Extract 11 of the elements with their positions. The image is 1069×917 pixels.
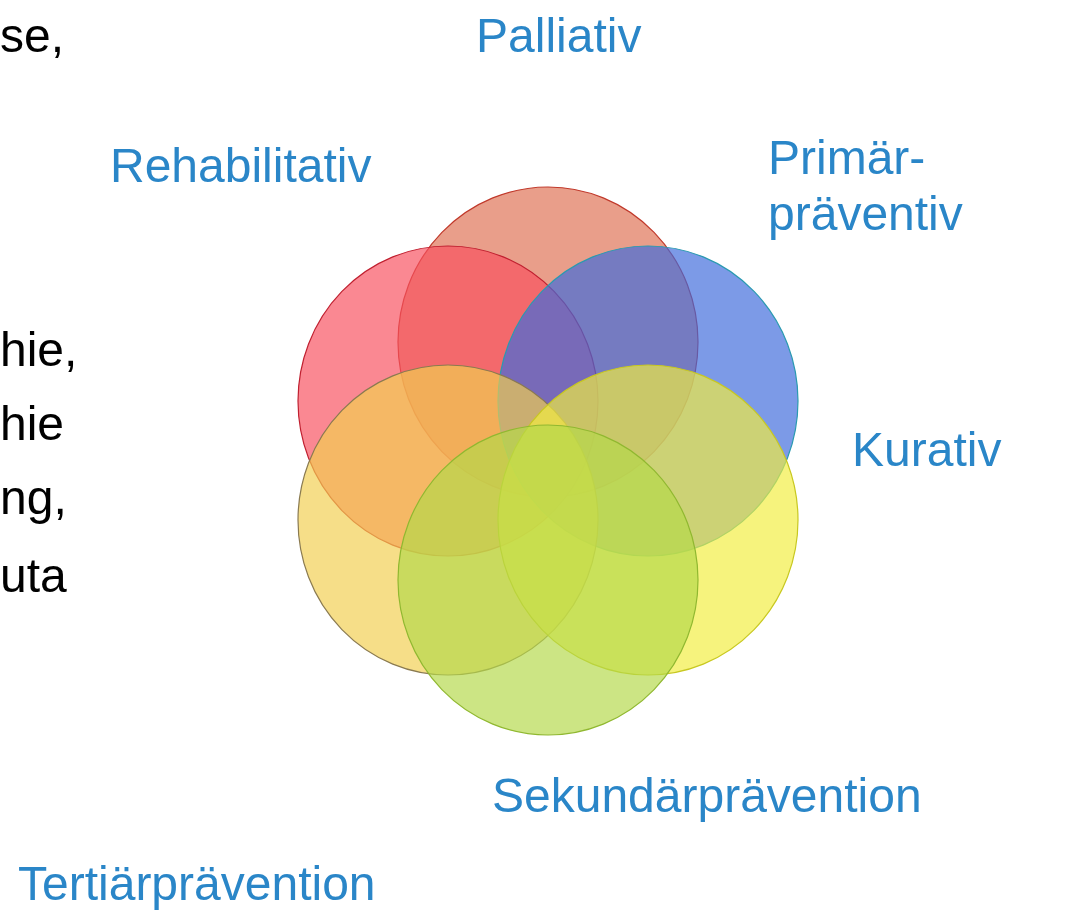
text-fragment: ng, (0, 470, 67, 526)
category-label: Palliativ (476, 8, 642, 64)
category-label: Rehabilitativ (110, 138, 372, 194)
category-label: Kurativ (852, 422, 1002, 478)
text-fragment: hie (0, 396, 65, 452)
text-fragment: hie, (0, 322, 78, 378)
text-fragment: uta (0, 548, 67, 604)
category-label: Sekundärprävention (492, 768, 922, 824)
text-fragment: se, (0, 8, 65, 64)
category-label: Tertiärprävention (18, 856, 376, 912)
category-label: Primär- präventiv (768, 130, 964, 242)
